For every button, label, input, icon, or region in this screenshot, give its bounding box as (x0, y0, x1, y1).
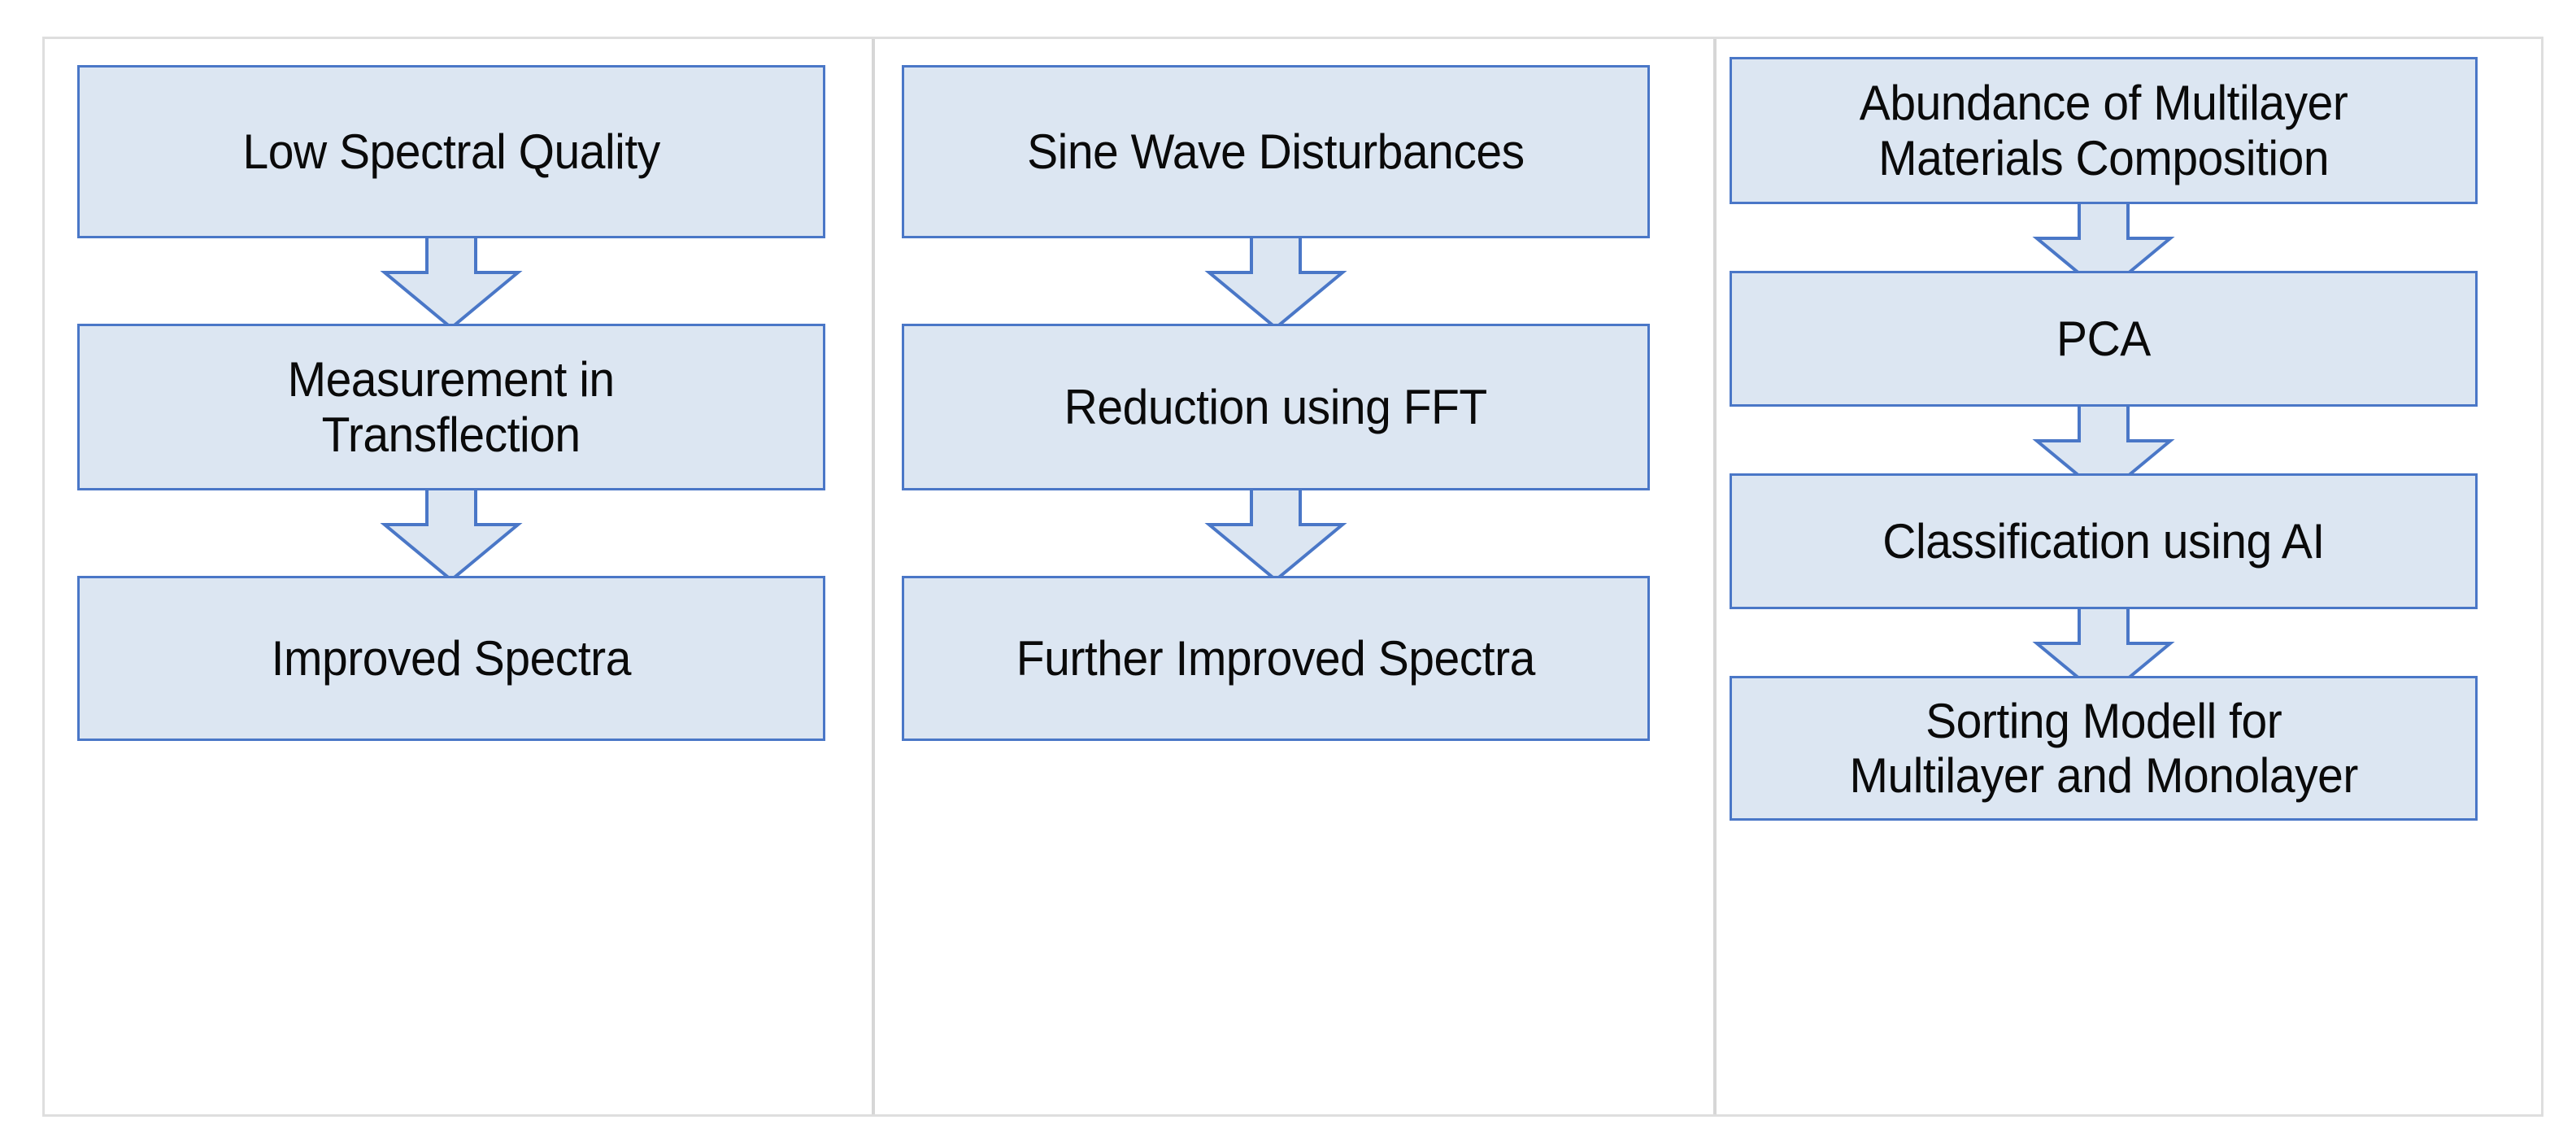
arrow-down-icon (2030, 604, 2177, 701)
flow-node-pca[interactable]: PCA (1730, 271, 2478, 407)
flow-node-label: Low Spectral Quality (242, 124, 660, 179)
flow-column-3: Abundance of Multilayer Materials Compos… (1717, 39, 2546, 1114)
arrow-down-icon (2030, 402, 2177, 499)
flow-node-label: Abundance of Multilayer Materials Compos… (1859, 76, 2348, 185)
flow-node-label: Classification using AI (1882, 513, 2325, 569)
arrow-down-icon (1203, 233, 1349, 331)
flow-node-abundance-of-multilayer-materials-composition[interactable]: Abundance of Multilayer Materials Compos… (1730, 57, 2478, 204)
flow-node-reduction-using-fft[interactable]: Reduction using FFT (902, 324, 1650, 490)
column-divider-2 (1713, 39, 1717, 1114)
flow-node-label: Reduction using FFT (1064, 379, 1488, 434)
diagram-frame: Low Spectral Quality Measurement in Tran… (42, 37, 2543, 1117)
flow-node-measurement-in-transflection[interactable]: Measurement in Transflection (77, 324, 825, 490)
flow-node-sorting-modell-for-multilayer-and-monolayer[interactable]: Sorting Modell for Multilayer and Monola… (1730, 676, 2478, 821)
flow-node-label: PCA (2056, 311, 2151, 366)
flow-node-label: Improved Spectra (271, 630, 632, 686)
flow-column-2: Sine Wave Disturbances Reduction using F… (875, 39, 1713, 1114)
flow-node-label: Sorting Modell for Multilayer and Monola… (1849, 693, 2358, 803)
arrow-down-icon (1203, 486, 1349, 583)
flow-node-improved-spectra[interactable]: Improved Spectra (77, 576, 825, 741)
flow-node-label: Measurement in Transflection (287, 352, 616, 462)
column-divider-1 (872, 39, 875, 1114)
arrow-down-icon (378, 233, 524, 331)
flow-node-low-spectral-quality[interactable]: Low Spectral Quality (77, 65, 825, 238)
flow-node-classification-using-ai[interactable]: Classification using AI (1730, 473, 2478, 609)
flow-node-label: Further Improved Spectra (1016, 630, 1536, 686)
arrow-down-icon (2030, 199, 2177, 296)
flow-node-sine-wave-disturbances[interactable]: Sine Wave Disturbances (902, 65, 1650, 238)
flow-node-further-improved-spectra[interactable]: Further Improved Spectra (902, 576, 1650, 741)
arrow-down-icon (378, 486, 524, 583)
flow-node-label: Sine Wave Disturbances (1027, 124, 1525, 179)
flow-column-1: Low Spectral Quality Measurement in Tran… (45, 39, 872, 1114)
